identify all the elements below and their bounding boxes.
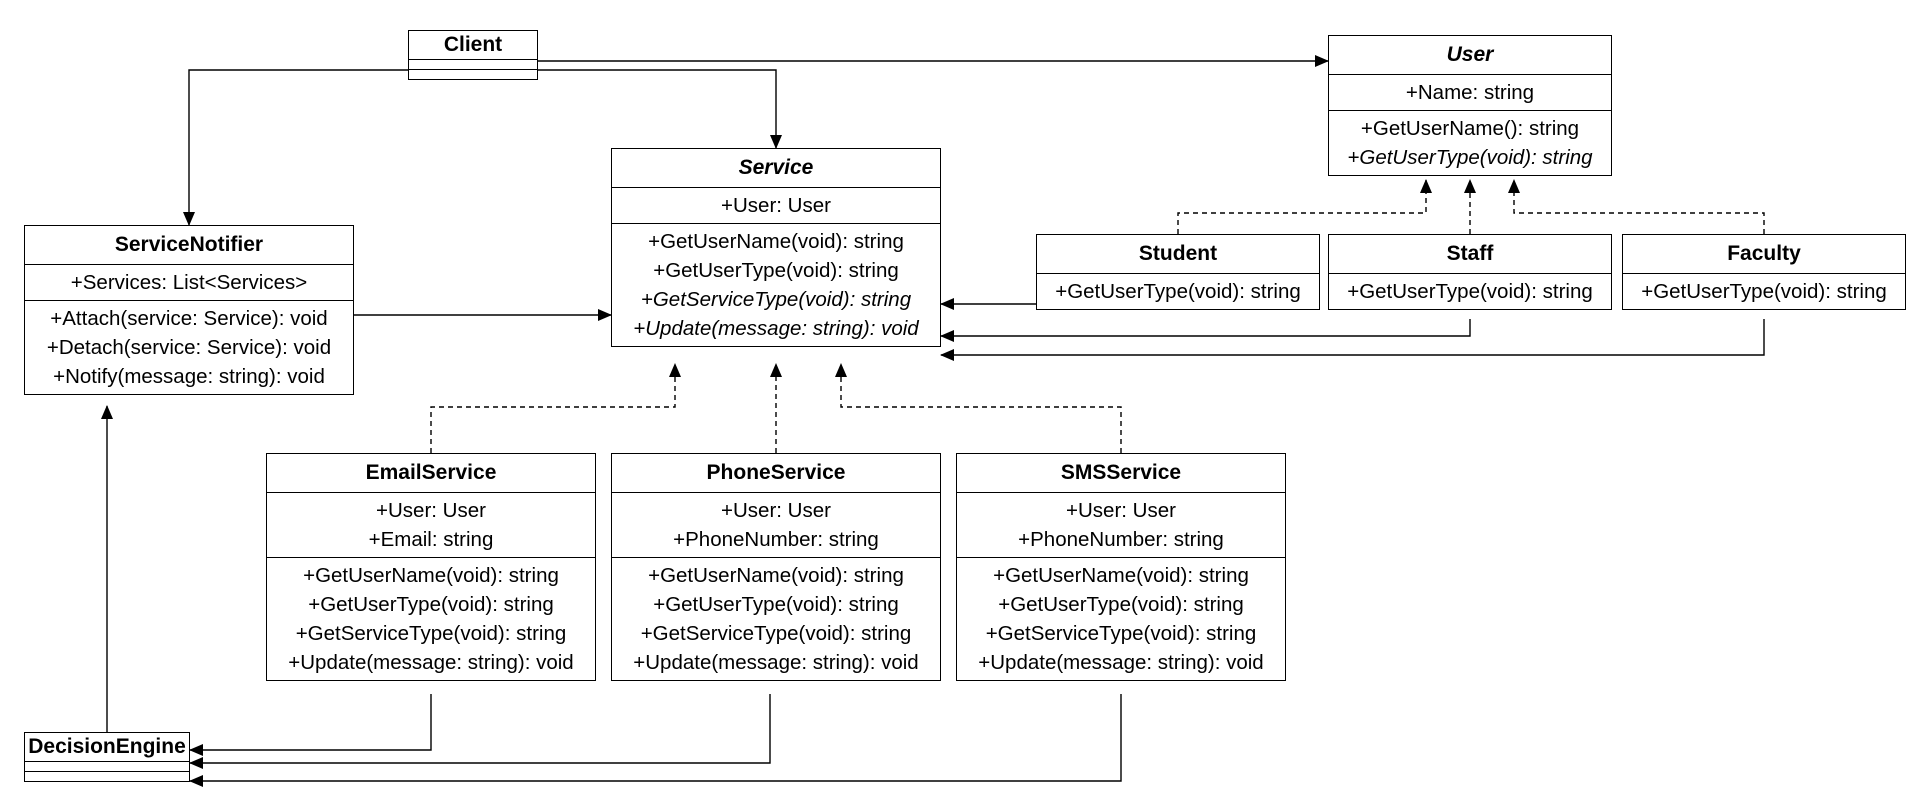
operations-compartment: +Attach(service: Service): void +Detach(… xyxy=(25,300,353,394)
edge-emailservice-decisionengine xyxy=(189,694,432,756)
class-name: Client xyxy=(409,31,537,60)
attribute: +Email: string xyxy=(368,528,494,551)
attributes-compartment: +User: User xyxy=(612,188,940,223)
class-name: Service xyxy=(612,149,940,188)
operation: +Update(message: string): void xyxy=(633,317,919,340)
operation: +GetUserName(): string xyxy=(1360,117,1580,140)
class-student[interactable]: Student +GetUserType(void): string xyxy=(1036,234,1320,310)
attribute: +User: User xyxy=(1066,499,1176,522)
operation: +GetUserName(void): string xyxy=(648,230,904,253)
class-name: SMSService xyxy=(957,454,1285,493)
class-name: DecisionEngine xyxy=(25,733,189,762)
attribute: +Name: string xyxy=(1405,81,1535,104)
attributes-compartment: +User: User +PhoneNumber: string xyxy=(612,493,940,557)
class-faculty[interactable]: Faculty +GetUserType(void): string xyxy=(1622,234,1906,310)
edge-smsservice-service xyxy=(835,363,1122,453)
operation: +Detach(service: Service): void xyxy=(46,336,332,359)
operation: +GetServiceType(void): string xyxy=(640,622,912,645)
edge-smsservice-decisionengine xyxy=(189,694,1122,787)
operation: +GetServiceType(void): string xyxy=(295,622,567,645)
class-phoneservice[interactable]: PhoneService +User: User +PhoneNumber: s… xyxy=(611,453,941,681)
edge-phoneservice-decisionengine xyxy=(189,694,771,769)
attributes-compartment: +Name: string xyxy=(1329,75,1611,110)
operation: +GetServiceType(void): string xyxy=(985,622,1257,645)
edge-client-servicenotifier xyxy=(183,69,408,226)
operations-compartment: +GetUserName(void): string +GetUserType(… xyxy=(612,557,940,680)
operation: +GetUserType(void): string xyxy=(1347,146,1593,169)
attribute: +User: User xyxy=(376,499,486,522)
attribute: +User: User xyxy=(721,194,831,217)
class-emailservice[interactable]: EmailService +User: User +Email: string … xyxy=(266,453,596,681)
operation: +GetUserType(void): string xyxy=(1641,280,1887,303)
operation: +GetUserType(void): string xyxy=(653,259,899,282)
class-smsservice[interactable]: SMSService +User: User +PhoneNumber: str… xyxy=(956,453,1286,681)
class-decisionengine[interactable]: DecisionEngine xyxy=(24,732,190,782)
operations-compartment: +GetUserName(): string +GetUserType(void… xyxy=(1329,110,1611,175)
attributes-compartment: +User: User +PhoneNumber: string xyxy=(957,493,1285,557)
attributes-compartment: +User: User +Email: string xyxy=(267,493,595,557)
operation: +GetServiceType(void): string xyxy=(640,288,912,311)
class-staff[interactable]: Staff +GetUserType(void): string xyxy=(1328,234,1612,310)
class-client[interactable]: Client xyxy=(408,30,538,80)
class-name: Staff xyxy=(1329,235,1611,274)
operation: +Notify(message: string): void xyxy=(53,365,325,388)
operation: +GetUserType(void): string xyxy=(308,593,554,616)
operation: +GetUserName(void): string xyxy=(648,564,904,587)
class-servicenotifier[interactable]: ServiceNotifier +Services: List<Services… xyxy=(24,225,354,395)
operation: +Update(message: string): void xyxy=(978,651,1264,674)
operation: +Attach(service: Service): void xyxy=(50,307,328,330)
class-name: ServiceNotifier xyxy=(25,226,353,265)
operations-compartment: +GetUserType(void): string xyxy=(1329,274,1611,309)
operations-compartment: +GetUserName(void): string +GetUserType(… xyxy=(957,557,1285,680)
operation: +GetUserType(void): string xyxy=(653,593,899,616)
operations-compartment: +GetUserType(void): string xyxy=(1623,274,1905,309)
operations-compartment xyxy=(409,69,537,79)
edge-faculty-service xyxy=(940,319,1765,361)
attribute: +PhoneNumber: string xyxy=(1018,528,1224,551)
class-name: User xyxy=(1329,36,1611,75)
operation: +GetUserType(void): string xyxy=(998,593,1244,616)
operation: +Update(message: string): void xyxy=(288,651,574,674)
class-name: Faculty xyxy=(1623,235,1905,274)
class-service[interactable]: Service +User: User +GetUserName(void): … xyxy=(611,148,941,347)
operation: +GetUserType(void): string xyxy=(1055,280,1301,303)
operations-compartment: +GetUserName(void): string +GetUserType(… xyxy=(267,557,595,680)
operations-compartment xyxy=(25,771,189,781)
operation: +GetUserType(void): string xyxy=(1347,280,1593,303)
edge-staff-service xyxy=(940,319,1471,342)
class-user[interactable]: User +Name: string +GetUserName(): strin… xyxy=(1328,35,1612,176)
operation: +GetUserName(void): string xyxy=(303,564,559,587)
attribute: +User: User xyxy=(721,499,831,522)
operation: +GetUserName(void): string xyxy=(993,564,1249,587)
attribute: +Services: List<Services> xyxy=(70,271,308,294)
edge-client-service xyxy=(537,69,782,149)
class-name: EmailService xyxy=(267,454,595,493)
attributes-compartment xyxy=(25,762,189,771)
attributes-compartment: +Services: List<Services> xyxy=(25,265,353,300)
class-name: PhoneService xyxy=(612,454,940,493)
edge-emailservice-service xyxy=(430,363,681,453)
attribute: +PhoneNumber: string xyxy=(673,528,879,551)
operations-compartment: +GetUserName(void): string +GetUserType(… xyxy=(612,223,940,346)
edge-faculty-user xyxy=(1508,179,1765,234)
attributes-compartment xyxy=(409,60,537,69)
edge-student-user xyxy=(1177,179,1432,234)
class-name: Student xyxy=(1037,235,1319,274)
operations-compartment: +GetUserType(void): string xyxy=(1037,274,1319,309)
operation: +Update(message: string): void xyxy=(633,651,919,674)
